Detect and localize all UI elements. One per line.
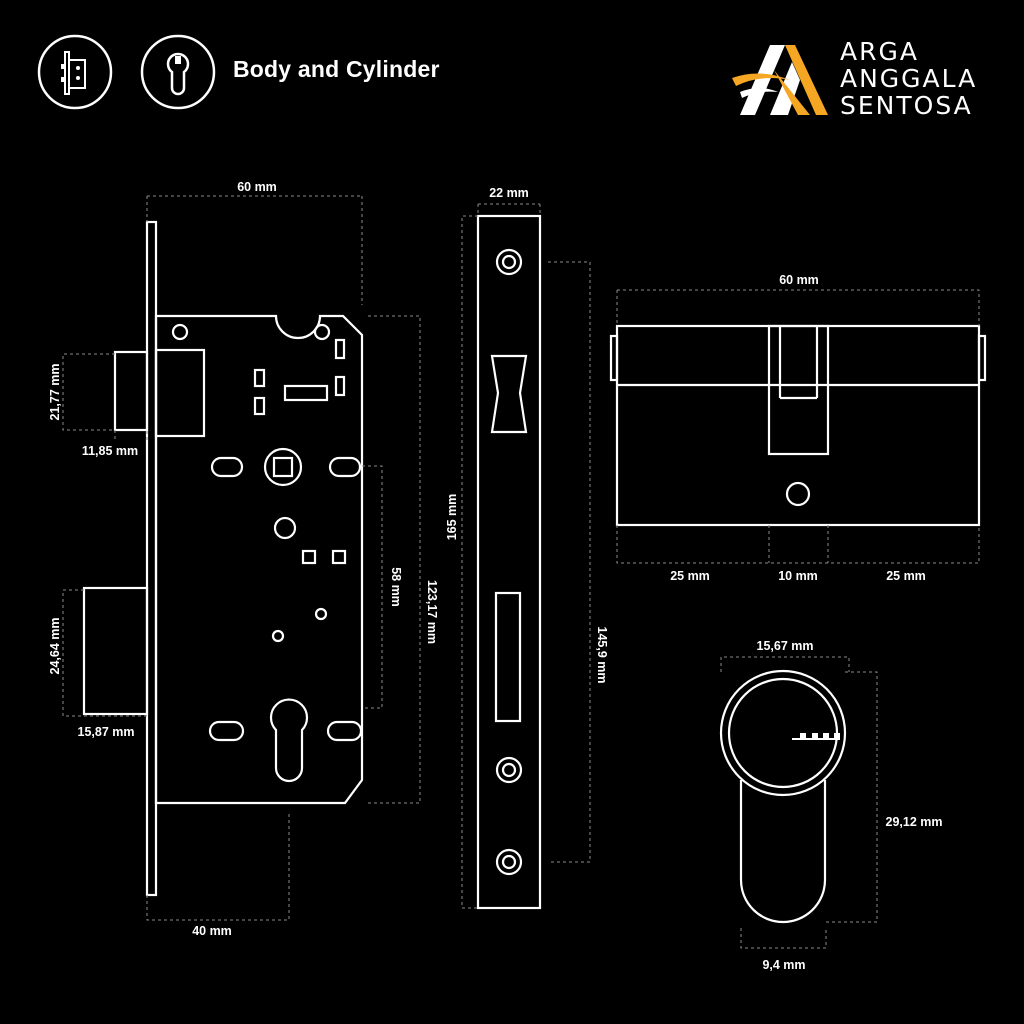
faceplate-strip (145, 220, 158, 897)
dim-cylinder-right: 25 mm (886, 569, 926, 583)
dim-backset: 40 mm (192, 924, 232, 938)
cylinder-cam (767, 324, 830, 456)
follower-hub (263, 447, 303, 487)
faceplate-drawing (476, 214, 542, 910)
dim-cylinder-cam: 10 mm (778, 569, 818, 583)
lock-body-icon (37, 34, 113, 110)
dim-profile-bottom-width: 9,4 mm (762, 958, 805, 972)
dim-center-distance: 58 mm (389, 567, 403, 607)
dim-faceplate-width: 22 mm (489, 186, 529, 200)
deadbolt (82, 586, 149, 716)
brand-name: ARGA ANGGALA SENTOSA (840, 38, 977, 119)
dimension-lines (62, 195, 980, 949)
latch-inner (154, 348, 206, 438)
dim-profile-width: 15,67 mm (757, 639, 814, 653)
brand-line-3: SENTOSA (840, 91, 973, 120)
dim-profile-height: 29,12 mm (886, 815, 943, 829)
latch-bolt (113, 350, 149, 432)
dim-latch-projection: 11,85 mm (82, 444, 138, 458)
dim-screw-spacing: 145,9 mm (595, 627, 609, 684)
dim-deadbolt-projection: 15,87 mm (78, 725, 135, 739)
cylinder-hole (269, 698, 309, 783)
brand-line-1: ARGA (840, 37, 919, 66)
dim-cylinder-length: 60 mm (779, 273, 819, 287)
page-title: Body and Cylinder (233, 56, 440, 82)
dim-body-width: 60 mm (237, 180, 277, 194)
case-outline (154, 314, 364, 805)
brand-line-2: ANGGALA (840, 64, 978, 93)
dim-faceplate-height: 165 mm (445, 494, 459, 541)
cylinder-icon (140, 34, 216, 110)
case-hole-2 (313, 323, 331, 341)
dim-latch-height: 21,77 mm (48, 364, 62, 421)
case-hole-1 (171, 323, 189, 341)
dim-case-height: 123,17 mm (425, 580, 439, 644)
dimension-labels: 60 mm 40 mm 21,77 mm 11,85 mm 24,64 mm 1… (48, 180, 942, 972)
brand-logo-icon (732, 45, 828, 115)
lock-body-drawing (82, 220, 364, 897)
dim-cylinder-left: 25 mm (670, 569, 710, 583)
cylinder-drawing (609, 324, 987, 527)
profile-drawing (719, 669, 847, 924)
dim-deadbolt-height: 24,64 mm (48, 618, 62, 675)
